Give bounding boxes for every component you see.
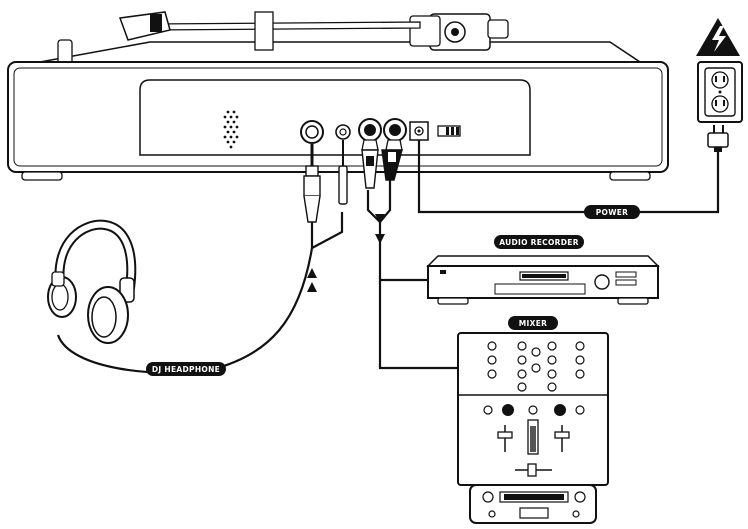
headphone-jack[interactable] bbox=[300, 120, 324, 144]
rca-output-left[interactable] bbox=[358, 118, 382, 142]
cables bbox=[56, 140, 720, 374]
turntable bbox=[7, 11, 669, 181]
channel-fader-left[interactable] bbox=[497, 425, 513, 452]
svg-text:MIXER: MIXER bbox=[519, 319, 547, 328]
aux-plug bbox=[338, 140, 348, 205]
crossfader[interactable] bbox=[515, 463, 552, 477]
svg-text:POWER: POWER bbox=[596, 208, 629, 217]
dc-power-socket[interactable] bbox=[409, 121, 429, 141]
svg-text:DJ HEADPHONE: DJ HEADPHONE bbox=[152, 365, 220, 374]
dj-headphone-label: DJ HEADPHONE bbox=[146, 362, 226, 376]
mixer bbox=[457, 332, 609, 524]
audio-recorder bbox=[426, 255, 660, 305]
channel-fader-right[interactable] bbox=[554, 425, 570, 452]
signal-arrows bbox=[307, 214, 385, 292]
high-voltage-icon bbox=[696, 18, 740, 56]
power-label: POWER bbox=[584, 205, 640, 219]
wall-outlet-icon bbox=[697, 61, 743, 123]
headphone-jack-plug-icon bbox=[303, 144, 321, 223]
headphones-icon bbox=[47, 219, 137, 344]
power-plug-icon bbox=[707, 125, 729, 152]
svg-text:AUDIO RECORDER: AUDIO RECORDER bbox=[499, 238, 579, 247]
aux-jack[interactable] bbox=[335, 124, 351, 140]
rca-plug-icon bbox=[361, 139, 403, 189]
power-switch[interactable] bbox=[437, 125, 461, 137]
speaker-grille bbox=[223, 110, 239, 149]
audio-recorder-label: AUDIO RECORDER bbox=[494, 235, 584, 249]
mixer-label: MIXER bbox=[508, 316, 558, 330]
rca-output-right[interactable] bbox=[383, 118, 407, 142]
mixer-knobs[interactable] bbox=[487, 341, 585, 392]
